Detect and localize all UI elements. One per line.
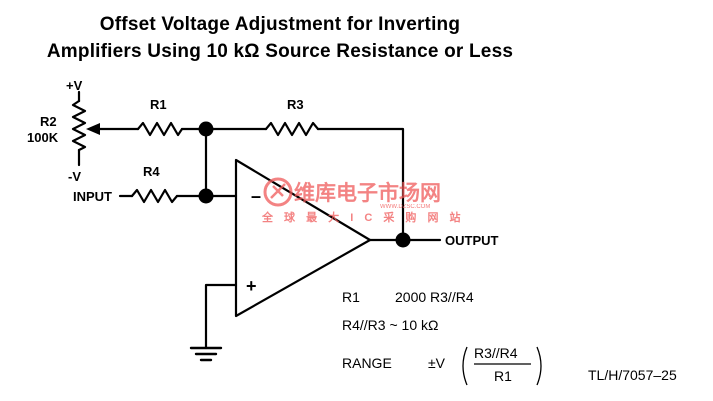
r4-label: R4: [143, 164, 160, 179]
output-label: OUTPUT: [445, 233, 499, 248]
r3-label: R3: [287, 97, 304, 112]
junction-dot-inverting: [198, 188, 214, 204]
range-numerator: R3//R4: [474, 345, 518, 361]
r2-value-label: 100K: [27, 130, 59, 145]
range-mid: ±V: [428, 355, 446, 371]
noninverting-input-sign: +: [246, 276, 257, 296]
range-open-paren: [462, 346, 468, 386]
range-lhs: RANGE: [342, 355, 392, 371]
inverting-input-sign: –: [251, 186, 261, 206]
watermark-brand: 维库电子市场网: [294, 181, 441, 205]
eq2: R4//R3 ~ 10 kΩ: [342, 317, 438, 333]
junction-dot-r1-r3: [198, 121, 214, 137]
plus-v-label: +V: [66, 78, 83, 93]
eq1-lhs: R1: [342, 289, 360, 305]
r1-resistor: [136, 121, 184, 137]
junction-dot-output: [395, 232, 411, 248]
r2-label: R2: [40, 114, 57, 129]
r1-label: R1: [150, 97, 167, 112]
r3-resistor: [264, 121, 320, 137]
minus-v-label: -V: [68, 169, 81, 184]
r3-to-output-wire: [316, 127, 405, 242]
diagram-title-line-1: Offset Voltage Adjustment for Inverting: [99, 14, 461, 35]
input-label: INPUT: [73, 189, 112, 204]
eq1-rhs: 2000 R3//R4: [395, 289, 474, 305]
noninverting-ground-wire: [204, 283, 238, 350]
watermark-slogan: 全 球 最 大 I C 采 购 网 站: [261, 210, 465, 224]
diagram-title-line-2: Amplifiers Using 10 kΩ Source Resistance…: [46, 41, 514, 62]
op-amp-triangle: [234, 158, 372, 318]
r4-resistor: [130, 188, 179, 204]
watermark-url: WWW.DZSC.COM: [380, 204, 430, 210]
figure-id: TL/H/7057–25: [588, 367, 677, 383]
r2-wiper-arrow: [86, 123, 100, 135]
range-denominator: R1: [494, 368, 512, 384]
watermark-logo-icon: [263, 177, 293, 207]
r2-resistor: [71, 99, 87, 152]
range-close-paren: [536, 346, 542, 386]
ground-symbol: [189, 346, 223, 362]
watermark: 维库电子市场网 WWW.DZSC.COM 全 球 最 大 I C 采 购 网 站: [261, 177, 465, 224]
